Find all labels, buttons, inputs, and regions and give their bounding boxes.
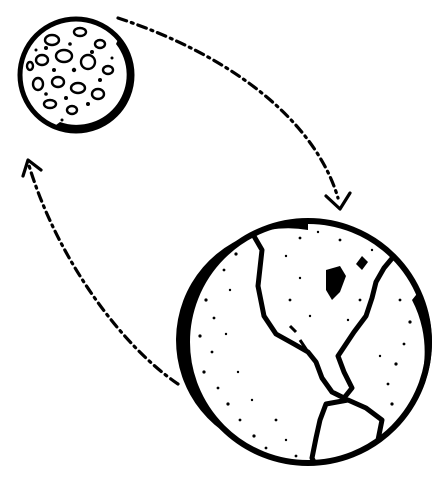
moon-icon [20,19,144,139]
earth-to-moon-arc [28,162,178,384]
earth-icon [176,200,440,478]
moon-to-earth-arc [118,18,338,198]
arrowhead-icon [326,193,350,209]
arrowheads [23,160,350,209]
